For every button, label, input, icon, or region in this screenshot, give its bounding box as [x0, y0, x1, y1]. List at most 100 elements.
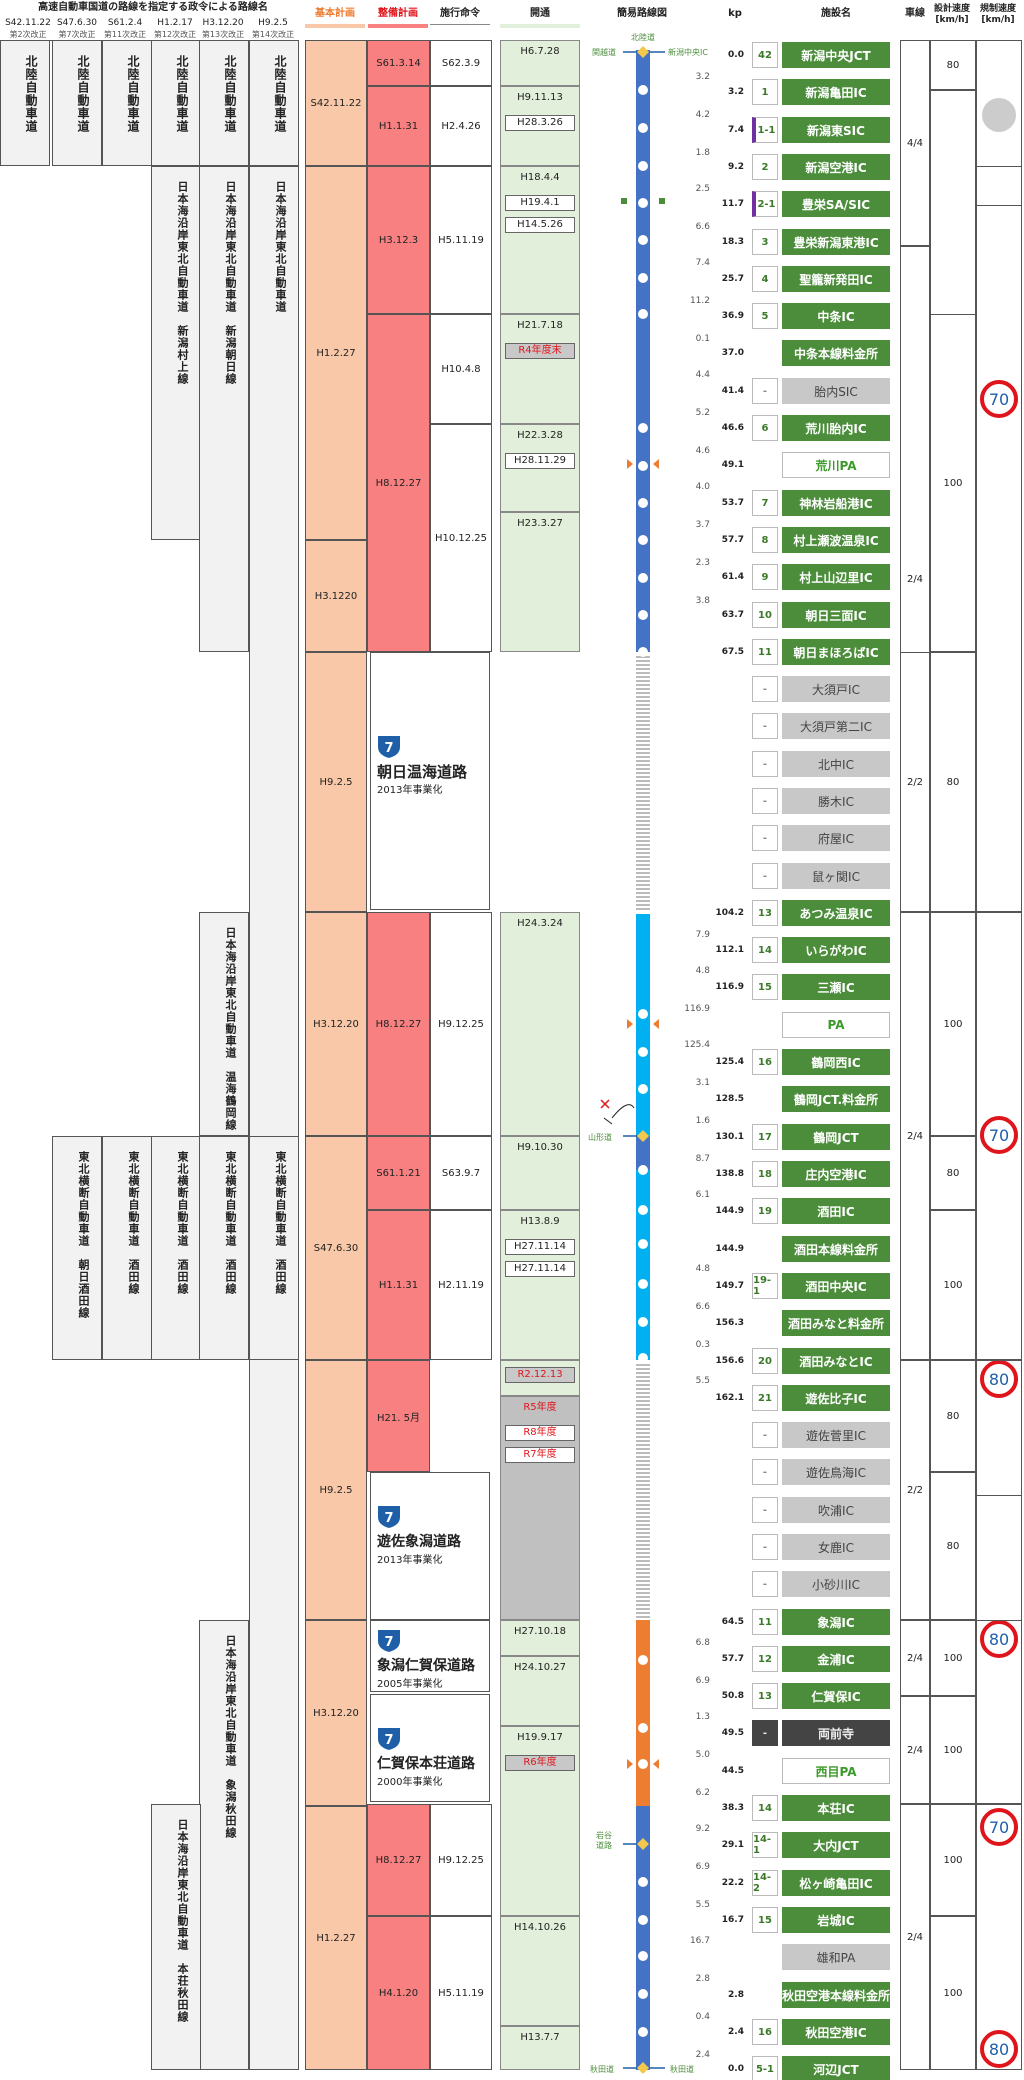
- route-dash: [636, 1528, 650, 1530]
- seibi-cell: S61.3.14: [367, 40, 430, 86]
- route-dash: [636, 1404, 650, 1406]
- facility-number: 20: [752, 1348, 778, 1374]
- facility-number: 3: [752, 229, 778, 255]
- col-seibi: 整備計画: [378, 8, 418, 19]
- segment-distance: 4.8: [695, 966, 710, 976]
- route-dash: [636, 812, 650, 814]
- facility-number: -: [752, 378, 778, 404]
- route-node: [638, 423, 648, 433]
- route-dash: [636, 1512, 650, 1514]
- seibi-cell: H8.12.27: [367, 1804, 430, 1916]
- kaitsu-date: H6.7.28: [520, 46, 560, 57]
- route-name-box: 東北横断自動車道 朝日酒田線: [52, 1136, 102, 1360]
- segment-distance: 6.6: [695, 1302, 710, 1312]
- shiko-cell: S63.9.7: [430, 1136, 492, 1210]
- route-name-box: 北陸自動車道: [102, 40, 152, 166]
- route-node: [638, 573, 648, 583]
- col-kaitsu: 開通: [530, 8, 550, 19]
- route-segment-blue: [636, 50, 650, 652]
- facility-kp: 38.3: [721, 1803, 744, 1813]
- route-dash: [636, 800, 650, 802]
- kaitsu-date: H9.10.30: [517, 1142, 563, 1153]
- facility-number: 21: [752, 1385, 778, 1411]
- junction-diamond: [637, 46, 649, 58]
- pa-marker: [627, 1759, 633, 1769]
- project-year: 2005年事業化: [377, 1679, 443, 1690]
- route-node: [638, 1239, 648, 1249]
- route7-badge: 7: [376, 733, 402, 759]
- route-node: [638, 1084, 648, 1094]
- segment-distance: 6.9: [695, 1676, 710, 1686]
- route-dash: [636, 1420, 650, 1422]
- kaitsu-date: R7年度: [505, 1447, 575, 1463]
- facility-kp: 50.8: [721, 1691, 744, 1701]
- route-dash: [636, 836, 650, 838]
- facility-number: 2: [752, 154, 778, 180]
- route-name-box: 北陸自動車道: [249, 40, 299, 166]
- kaitsu-cell: H24.3.24: [500, 912, 580, 1136]
- facility-name: 朝日三面IC: [782, 602, 890, 628]
- route-dash: [636, 1584, 650, 1586]
- facility-kp: 116.9: [715, 982, 744, 992]
- route-node: [638, 535, 648, 545]
- route-dash: [636, 1440, 650, 1442]
- regulation-sign-blank: [982, 98, 1016, 132]
- route-dash: [636, 688, 650, 690]
- facility-number: 16: [752, 2019, 778, 2045]
- facility-kp: 9.2: [728, 162, 744, 172]
- segment-distance: 6.8: [695, 1638, 710, 1648]
- route-dash: [636, 748, 650, 750]
- kaitsu-date: H24.10.27: [513, 1662, 567, 1673]
- facility-name: 酒田本線料金所: [782, 1236, 890, 1262]
- facility-kp: 0.0: [728, 50, 744, 60]
- route-dash: [636, 1400, 650, 1402]
- route-dash: [636, 1564, 650, 1566]
- segment-distance: 0.4: [695, 2012, 710, 2022]
- facility-number: 11: [752, 1609, 778, 1635]
- facility-kp: 162.1: [715, 1393, 744, 1403]
- route-dash: [636, 1384, 650, 1386]
- segment-distance: 4.2: [695, 110, 710, 120]
- facility-number: 7: [752, 490, 778, 516]
- lanes-cell: 4/4: [900, 40, 930, 246]
- revision-date: S42.11.22: [5, 18, 51, 28]
- route-dash: [636, 732, 650, 734]
- design-speed-cell: 80: [930, 1360, 976, 1472]
- route-dash: [636, 676, 650, 678]
- facility-name: 聖籠新発田IC: [782, 266, 890, 292]
- route-dash: [636, 864, 650, 866]
- facility-name: 中条本線料金所: [782, 340, 890, 366]
- junction-diamond: [637, 1838, 649, 1850]
- kaitsu-date: H27.10.18: [513, 1626, 567, 1637]
- route-dash: [636, 1588, 650, 1590]
- route-dash: [636, 1444, 650, 1446]
- segment-distance: 5.5: [695, 1376, 710, 1386]
- seibi-cell: H1.1.31: [367, 1210, 430, 1360]
- facility-name: 北中IC: [782, 751, 890, 777]
- kaitsu-date: H28.3.26: [505, 115, 575, 131]
- route-dash: [636, 1368, 650, 1370]
- kihon-cell: H9.2.5: [305, 1360, 367, 1620]
- project-year: 2013年事業化: [377, 785, 443, 796]
- route-name-box: 北陸自動車道: [151, 40, 201, 166]
- map-label: 関越道: [592, 47, 616, 57]
- route-name-box: 北陸自動車道: [52, 40, 102, 166]
- facility-name: 鼠ヶ関IC: [782, 863, 890, 889]
- facility-name: 大須戸IC: [782, 676, 890, 702]
- route-name-box: 北陸自動車道: [199, 40, 249, 166]
- route-node: [638, 610, 648, 620]
- facility-name: 新潟東SIC: [782, 117, 890, 143]
- facility-number: 14-2: [752, 1870, 778, 1896]
- segment-distance: 125.4: [684, 1040, 710, 1050]
- facility-number: -: [752, 1422, 778, 1448]
- col-shasen: 車線: [905, 8, 925, 19]
- facility-kp: 144.9: [715, 1206, 744, 1216]
- kihon-cell: H1.2.27: [305, 1806, 367, 2070]
- regulation-band: [976, 912, 1022, 1360]
- route-name-box: 日本海沿岸東北自動車道 温海鶴岡線: [199, 912, 249, 1136]
- kaitsu-date: R8年度: [505, 1425, 575, 1441]
- facility-name: 金浦IC: [782, 1646, 890, 1672]
- facility-number: -: [752, 751, 778, 777]
- facility-name: 庄内空港IC: [782, 1161, 890, 1187]
